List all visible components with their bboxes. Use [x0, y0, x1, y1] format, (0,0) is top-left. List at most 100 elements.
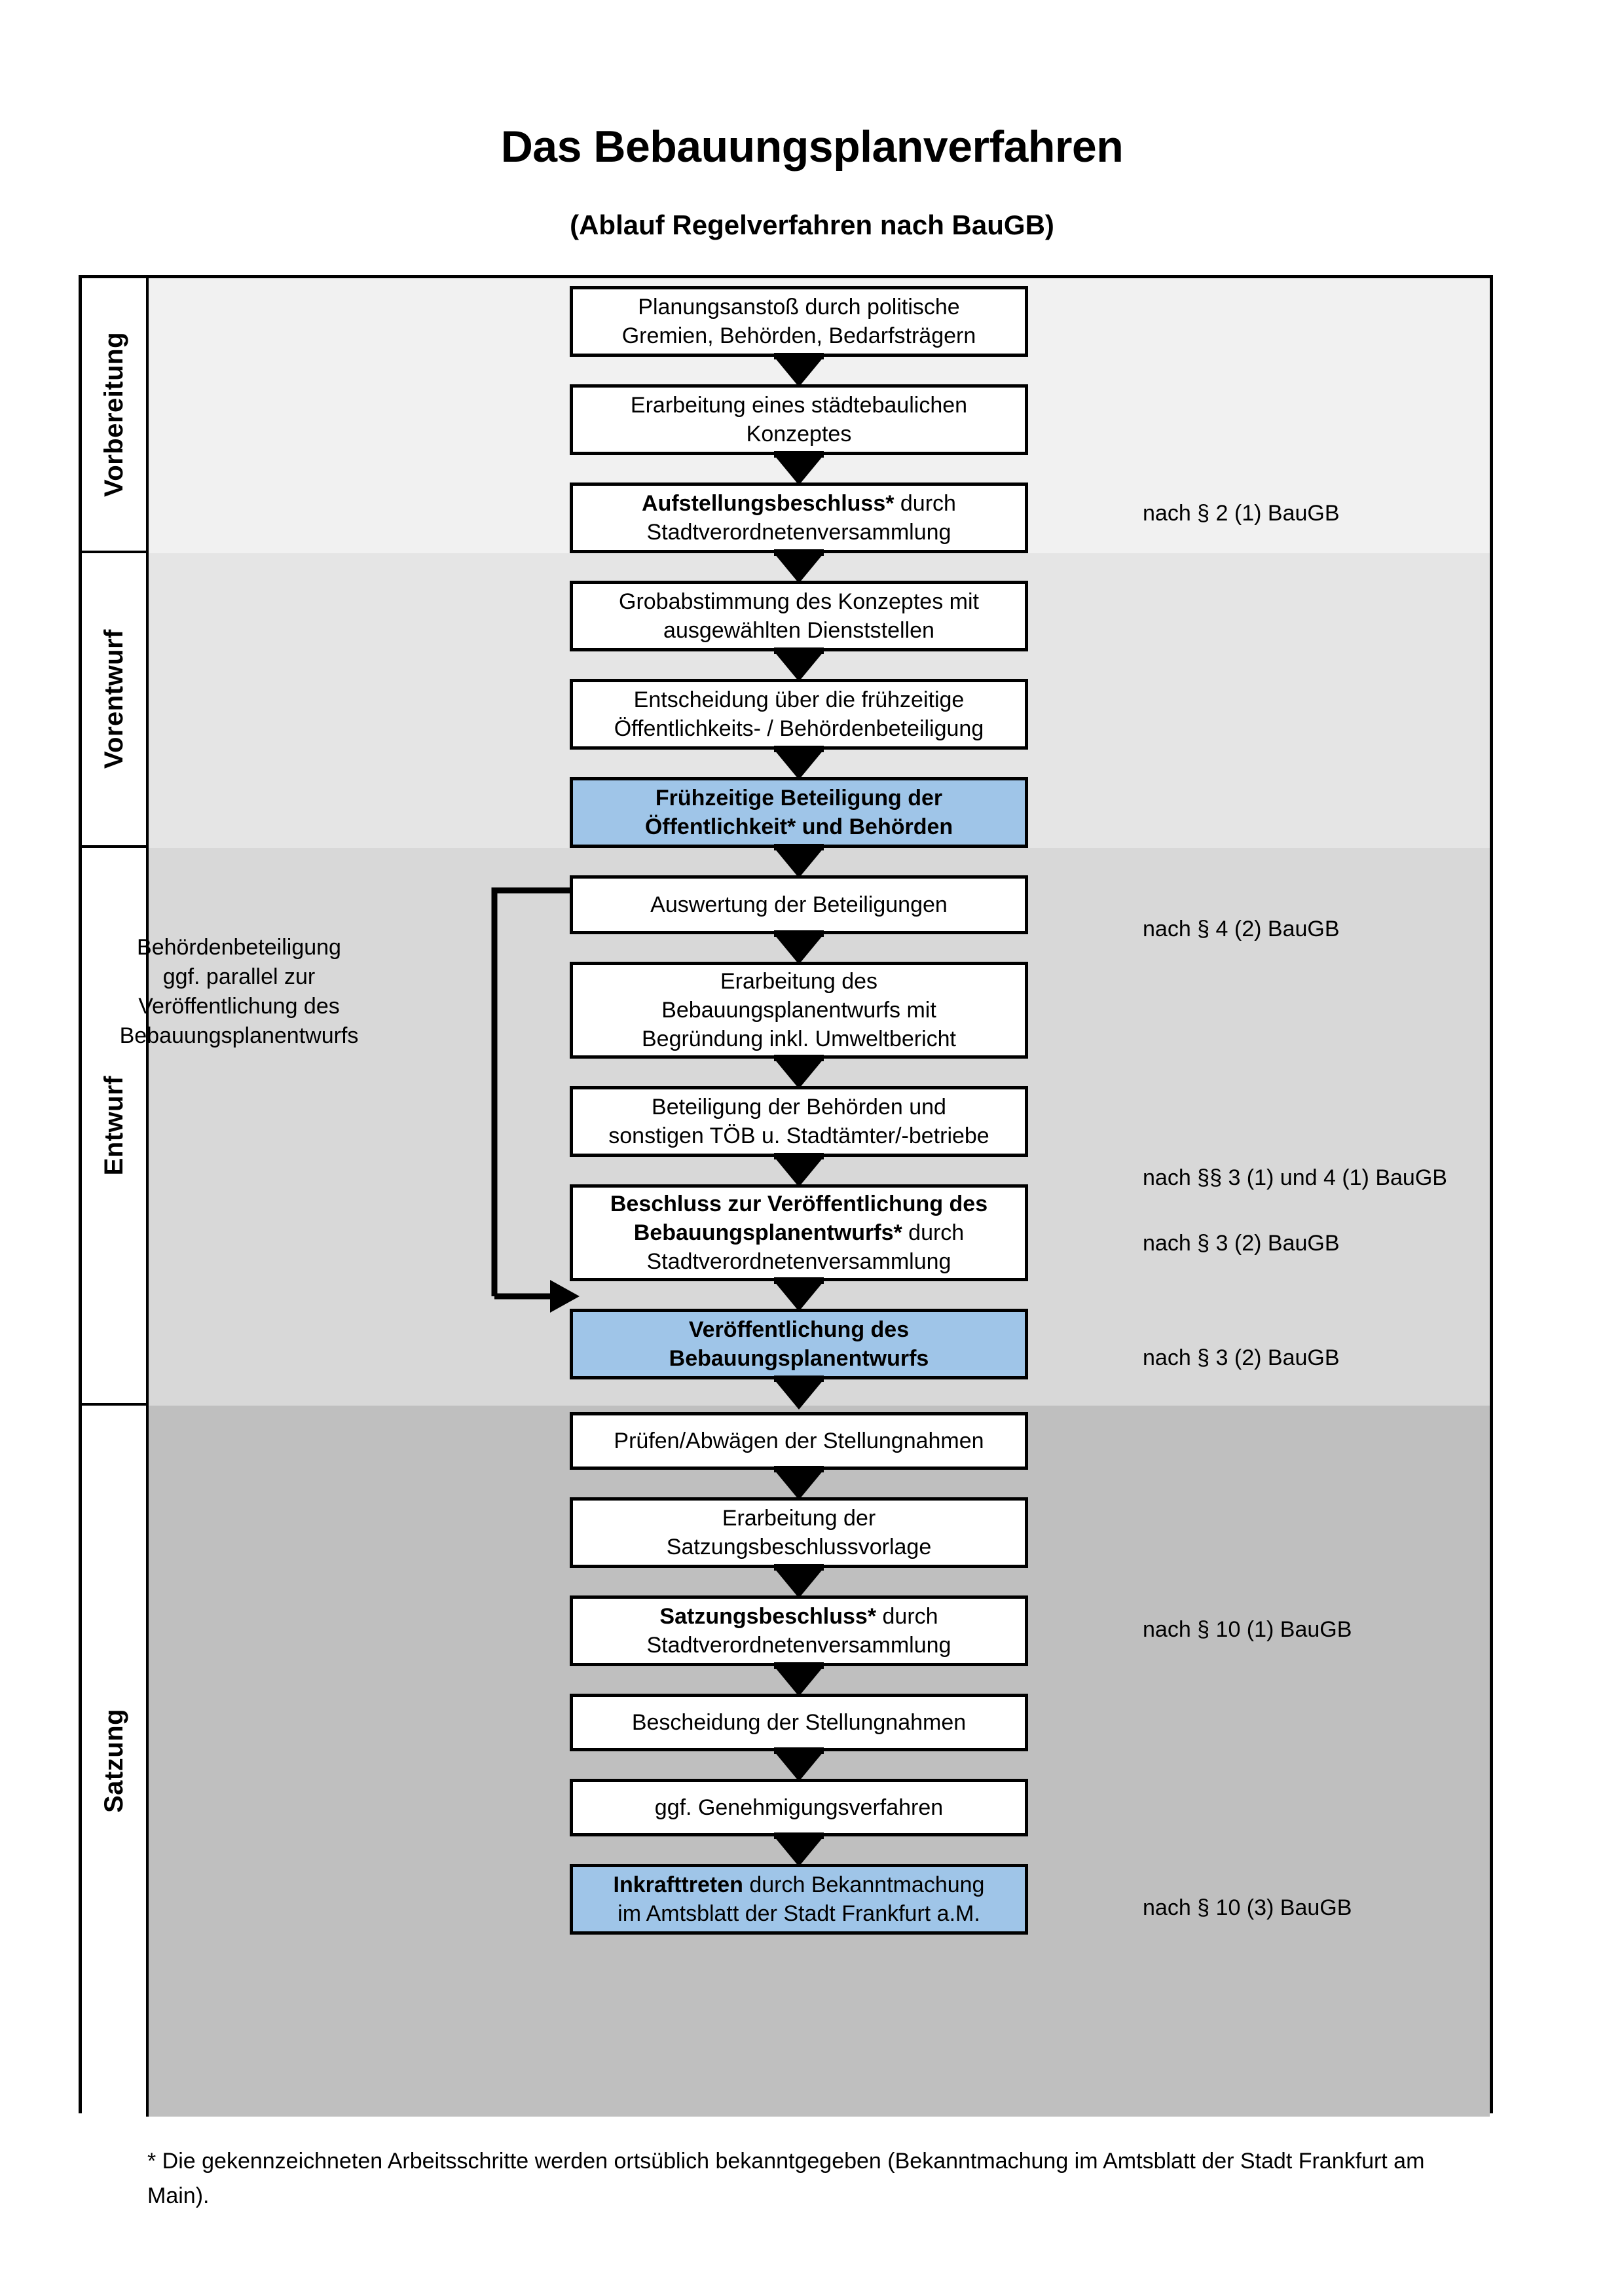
legal-ref-6: nach § 10 (1) BauGB	[1143, 1617, 1352, 1642]
step-planungsanstoss[interactable]: Planungsanstoß durch politische Gremien,…	[570, 286, 1028, 357]
flow-arrow-stem	[774, 1055, 824, 1061]
step-beschluss-veroeffentlichung[interactable]: Beschluss zur Veröffentlichung des Bebau…	[570, 1184, 1028, 1281]
flow-arrow-stem	[774, 1277, 824, 1284]
flow-arrow	[774, 1157, 824, 1187]
step-staedtebauliches-konzept[interactable]: Erarbeitung eines städtebaulichen Konzep…	[570, 384, 1028, 455]
flow-arrow-stem	[774, 1564, 824, 1571]
flow-arrow	[774, 455, 824, 485]
step-line-2: Stadtverordnetenversammlung	[646, 1633, 951, 1658]
step-auswertung-beteiligungen[interactable]: Auswertung der Beteiligungen	[570, 875, 1028, 934]
side-note-line-3: Veröffentlichung des	[138, 993, 340, 1019]
flow-arrow-stem	[774, 844, 824, 850]
flow-arrow-stem	[774, 746, 824, 752]
flow-arrow-stem	[774, 930, 824, 937]
phase-label-satzung: Satzung	[82, 1406, 149, 2117]
flow-arrow-stem	[774, 1747, 824, 1754]
step-line-1: durch	[876, 1603, 938, 1629]
footnote: * Die gekennzeichneten Arbeitsschritte w…	[147, 2149, 1425, 2208]
legal-ref-3: nach § 4 (2) BauGB	[1143, 917, 1340, 941]
phase-label-text: Satzung	[99, 1709, 128, 1813]
flow-arrow	[774, 1379, 824, 1410]
step-line-1: Bescheidung der Stellungnahmen	[631, 1709, 967, 1735]
step-line-1: Entscheidung über die frühzeitige	[633, 687, 965, 712]
flow-arrow-stem	[774, 451, 824, 458]
step-bold-2: Bebauungsplanentwurfs*	[633, 1220, 902, 1245]
flow-arrow-stem	[774, 1153, 824, 1159]
step-pruefen-abwaegen[interactable]: Prüfen/Abwägen der Stellungnahmen	[570, 1412, 1028, 1470]
step-satzungsbeschluss[interactable]: Satzungsbeschluss* durch Stadtverordnete…	[570, 1595, 1028, 1666]
flow-arrow	[774, 1666, 824, 1696]
flow-arrow-stem	[774, 353, 824, 359]
step-bold-1: Satzungsbeschluss*	[659, 1603, 877, 1629]
flow-arrow	[774, 357, 824, 387]
step-genehmigungsverfahren[interactable]: ggf. Genehmigungsverfahren	[570, 1779, 1028, 1836]
step-line-1: durch Bekanntmachung	[743, 1872, 985, 1897]
step-beteiligung-behoerden-toeb[interactable]: Beteiligung der Behörden und sonstigen T…	[570, 1086, 1028, 1157]
step-line-2: Gremien, Behörden, Bedarfsträgern	[621, 323, 976, 348]
step-line-2: Bebauungsplanentwurfs	[669, 1346, 929, 1371]
step-line-2: Öffentlichkeit* und Behörden	[644, 814, 953, 839]
step-line-1: ggf. Genehmigungsverfahren	[654, 1795, 944, 1820]
step-grobabstimmung[interactable]: Grobabstimmung des Konzeptes mit ausgewä…	[570, 581, 1028, 651]
flow-arrow	[774, 848, 824, 878]
step-line-1: Erarbeitung eines städtebaulichen	[630, 392, 968, 418]
step-bold-1: Aufstellungsbeschluss*	[642, 490, 895, 516]
side-note-line-2: ggf. parallel zur	[162, 964, 316, 989]
step-entscheidung-fruehzeitige-beteiligung[interactable]: Entscheidung über die frühzeitige Öffent…	[570, 679, 1028, 750]
step-line-1: Erarbeitung der	[722, 1505, 876, 1531]
step-veroeffentlichung-bplanentwurf[interactable]: Veröffentlichung des Bebauungsplanentwur…	[570, 1309, 1028, 1379]
flow-arrow-stem	[774, 1832, 824, 1839]
step-line-2: Satzungsbeschlussvorlage	[666, 1535, 932, 1559]
flow-arrow	[774, 1059, 824, 1089]
phase-label-text: Entwurf	[99, 1075, 128, 1176]
legal-ref-5: nach § 3 (2) BauGB	[1143, 1345, 1340, 1370]
step-line-1: Erarbeitung des	[720, 968, 878, 994]
side-note-behoerdenbeteiligung: Behördenbeteiligung ggf. parallel zur Ve…	[95, 933, 383, 1051]
step-line-1: Veröffentlichung des	[688, 1317, 910, 1342]
step-bold-1: Inkrafttreten	[613, 1872, 743, 1897]
flow-arrow	[774, 750, 824, 780]
page-subtitle: (Ablauf Regelverfahren nach BauGB)	[570, 210, 1054, 240]
flowchart-frame: Vorbereitung Vorentwurf Entwurf Satzung …	[79, 275, 1493, 2117]
step-erarbeitung-bplanentwurf[interactable]: Erarbeitung des Bebauungsplanentwurfs mi…	[570, 962, 1028, 1059]
step-aufstellungsbeschluss[interactable]: Aufstellungsbeschluss* durch Stadtverord…	[570, 483, 1028, 553]
step-line-3: Stadtverordnetenversammlung	[646, 1249, 951, 1275]
page-title: Das Bebauungsplanverfahren	[500, 122, 1124, 172]
flow-arrow	[774, 934, 824, 964]
step-line-1: durch	[894, 490, 956, 516]
side-note-line-1: Behördenbeteiligung	[137, 935, 341, 960]
phase-label-entwurf: Entwurf	[82, 848, 149, 1406]
step-line-1: Planungsanstoß durch politische	[638, 294, 960, 319]
phase-label-vorbereitung: Vorbereitung	[82, 278, 149, 553]
step-line-2: sonstigen TÖB u. Stadtämter/-betriebe	[608, 1123, 989, 1148]
phase-label-text: Vorentwurf	[99, 629, 128, 769]
flow-arrow-stem	[774, 1662, 824, 1669]
step-line-2: Stadtverordnetenversammlung	[646, 520, 951, 545]
step-line-1: Frühzeitige Beteiligung der	[655, 785, 943, 811]
step-line-2: durch	[902, 1220, 965, 1245]
step-line-1: Beteiligung der Behörden und	[652, 1094, 946, 1120]
flow-arrow	[774, 1836, 824, 1867]
legal-ref-2: nach §§ 3 (1) und 4 (1) BauGB	[1143, 1165, 1447, 1190]
phase-label-vorentwurf: Vorentwurf	[82, 553, 149, 848]
legal-ref-1: nach § 2 (1) BauGB	[1143, 501, 1340, 526]
step-line-2: ausgewählten Dienststellen	[663, 618, 934, 643]
step-erarbeitung-satzungsbeschlussvorlage[interactable]: Erarbeitung der Satzungsbeschlussvorlage	[570, 1497, 1028, 1568]
flow-arrow	[774, 1281, 824, 1311]
step-line-3: Begründung inkl. Umweltbericht	[641, 1027, 957, 1052]
flow-arrow	[774, 553, 824, 583]
step-line-2: Öffentlichkeits- / Behördenbeteiligung	[614, 716, 984, 741]
step-line-2: im Amtsblatt der Stadt Frankfurt a.M.	[618, 1901, 980, 1926]
flow-arrow	[774, 1470, 824, 1500]
flow-arrow-stem	[774, 1376, 824, 1382]
legal-ref-7: nach § 10 (3) BauGB	[1143, 1895, 1352, 1920]
step-line-2: Bebauungsplanentwurfs mit	[661, 997, 936, 1023]
step-fruehzeitige-beteiligung[interactable]: Frühzeitige Beteiligung der Öffentlichke…	[570, 777, 1028, 848]
step-bescheidung-stellungnahmen[interactable]: Bescheidung der Stellungnahmen	[570, 1694, 1028, 1751]
flow-arrow-stem	[774, 549, 824, 556]
flow-arrow-stem	[774, 1466, 824, 1472]
step-inkrafttreten[interactable]: Inkrafttreten durch Bekanntmachung im Am…	[570, 1864, 1028, 1935]
phase-label-text: Vorbereitung	[99, 332, 128, 497]
flow-arrow	[774, 651, 824, 682]
flow-arrow	[774, 1568, 824, 1598]
